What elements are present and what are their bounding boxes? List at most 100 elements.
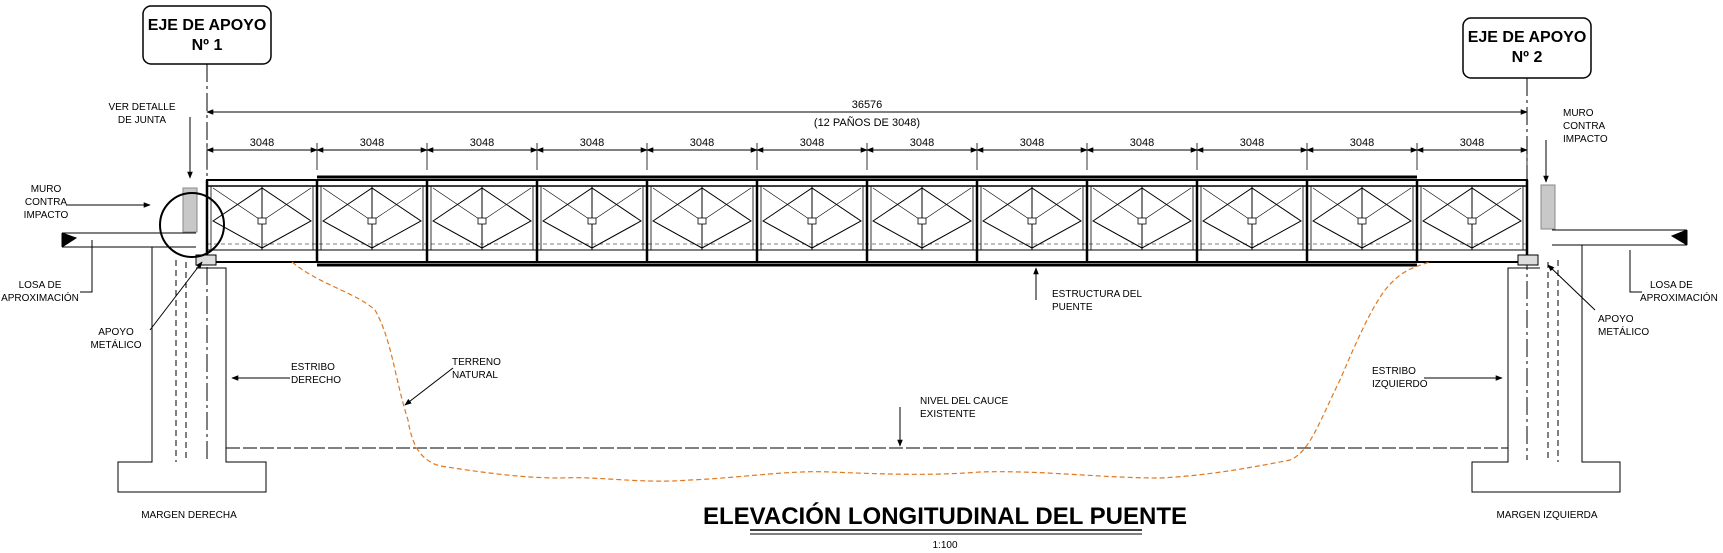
truss-diamond <box>762 187 862 249</box>
label-muro-right-2: CONTRA <box>1563 121 1606 132</box>
truss-gusset <box>1137 217 1147 225</box>
truss-gusset <box>807 217 817 225</box>
panel-dim-text: 3048 <box>800 137 824 149</box>
natural-terrain-line <box>291 261 1431 482</box>
label-apoyo-left-1: APOYO <box>98 327 134 338</box>
truss-diagonal <box>212 187 263 222</box>
truss-diamond <box>1312 187 1412 249</box>
axis-left-line1: EJE DE APOYO <box>148 17 267 34</box>
impact-wall-left <box>182 187 198 233</box>
label-estribo-izq-1: ESTRIBO <box>1372 366 1416 377</box>
label-terreno-2: NATURAL <box>452 370 498 381</box>
label-losa-right-2: APROXIMACIÓN <box>1640 291 1718 304</box>
truss-gusset <box>477 217 487 225</box>
label-muro-left-1: MURO <box>31 184 62 195</box>
panel-dim-text: 3048 <box>580 137 604 149</box>
annotation-labels: VER DETALLE DE JUNTA MURO CONTRA IMPACTO… <box>1 102 1718 521</box>
axis-right-line1: EJE DE APOYO <box>1468 29 1587 46</box>
panel-dim-text: 3048 <box>1130 137 1154 149</box>
label-estructura-1: ESTRUCTURA DEL <box>1052 289 1142 300</box>
truss-diagonal <box>481 187 532 222</box>
truss-diagonal <box>701 187 752 222</box>
panel-dim-text: 3048 <box>1460 137 1484 149</box>
truss-diagonal <box>1422 187 1473 222</box>
panel-dim-text: 3048 <box>910 137 934 149</box>
truss-gusset <box>257 217 267 225</box>
label-apoyo-right-1: APOYO <box>1598 314 1634 325</box>
panel-dim-text: 3048 <box>1020 137 1044 149</box>
truss-gusset <box>1357 217 1367 225</box>
truss-diamond <box>542 187 642 249</box>
truss-diamond <box>1422 187 1522 249</box>
label-terreno-1: TERRENO <box>452 357 501 368</box>
truss-gusset <box>1467 217 1477 225</box>
label-margen-derecha: MARGEN DERECHA <box>141 510 237 521</box>
label-nivel-1: NIVEL DEL CAUCE <box>920 396 1009 407</box>
approach-slab-left <box>61 232 196 248</box>
label-estribo-der-1: ESTRIBO <box>291 362 335 373</box>
truss-gusset <box>1247 217 1257 225</box>
label-nivel-2: EXISTENTE <box>920 409 976 420</box>
truss-diagonal <box>322 187 373 222</box>
label-muro-right-1: MURO <box>1563 108 1594 119</box>
truss-diagonal <box>652 187 703 222</box>
truss-diagonal <box>1031 187 1082 222</box>
panel-dimension-chain: 3048 3048 3048 3048 3048 3048 3048 3048 3048 3048… <box>206 137 1528 170</box>
axis-box-left: EJE DE APOYO Nº 1 <box>142 5 272 65</box>
label-estructura-2: PUENTE <box>1052 302 1093 313</box>
truss-gusset <box>1027 217 1037 225</box>
label-muro-left-3: IMPACTO <box>24 210 69 221</box>
abutment-right <box>1471 245 1621 493</box>
label-muro-right-3: IMPACTO <box>1563 134 1608 145</box>
truss-diamond <box>1202 187 1302 249</box>
truss-diagonal <box>1092 187 1143 222</box>
panel-dim-text: 3048 <box>470 137 494 149</box>
truss-diagonal <box>982 187 1033 222</box>
axis-left-line2: Nº 1 <box>192 37 223 54</box>
label-losa-left-1: LOSA DE <box>19 280 62 291</box>
leader-lines <box>66 117 1642 447</box>
truss-diagonal <box>591 187 642 222</box>
label-apoyo-right-2: METÁLICO <box>1598 325 1649 338</box>
label-ver-detalle-1: VER DETALLE <box>108 102 175 113</box>
truss-diagonal <box>1141 187 1192 222</box>
label-estribo-der-2: DERECHO <box>291 375 341 386</box>
truss-diagonal <box>872 187 923 222</box>
panel-dim-text: 3048 <box>690 137 714 149</box>
truss-diagonal <box>811 187 862 222</box>
drawing-scale: 1:100 <box>932 540 957 551</box>
label-losa-left-2: APROXIMACIÓN <box>1 291 79 304</box>
truss-diamond <box>982 187 1082 249</box>
panel-dim-text: 3048 <box>1240 137 1264 149</box>
truss-diagonal <box>1361 187 1412 222</box>
label-margen-izquierda: MARGEN IZQUIERDA <box>1496 510 1597 521</box>
label-losa-right-1: LOSA DE <box>1650 280 1693 291</box>
label-estribo-izq-2: IZQUIERDO <box>1372 379 1428 390</box>
truss-gusset <box>367 217 377 225</box>
panel-dim-text: 3048 <box>360 137 384 149</box>
truss-gusset <box>587 217 597 225</box>
truss-diagonal <box>1202 187 1253 222</box>
overall-dimension: 36576 (12 PAÑOS DE 3048) <box>206 99 1528 129</box>
truss-diamond <box>652 187 752 249</box>
approach-slab-right <box>1552 229 1688 246</box>
label-muro-left-2: CONTRA <box>25 197 68 208</box>
dim-total: 36576 <box>852 99 883 111</box>
truss-diagonal <box>1251 187 1302 222</box>
truss-diagonal <box>1471 187 1522 222</box>
truss-diamond <box>322 187 422 249</box>
truss-diagonal <box>371 187 422 222</box>
drawing-title: ELEVACIÓN LONGITUDINAL DEL PUENTE <box>703 502 1187 530</box>
axis-right-line2: Nº 2 <box>1512 49 1543 66</box>
truss-diagonal <box>921 187 972 222</box>
abutment-left <box>117 247 267 493</box>
truss-diamond <box>872 187 972 249</box>
label-ver-detalle-2: DE JUNTA <box>118 115 166 126</box>
truss-diagonal <box>1312 187 1363 222</box>
truss-diagonal <box>432 187 483 222</box>
truss-diagonal <box>261 187 312 222</box>
joint-detail-circle <box>159 192 225 258</box>
panel-dim-text: 3048 <box>1350 137 1374 149</box>
truss-diagonal <box>762 187 813 222</box>
